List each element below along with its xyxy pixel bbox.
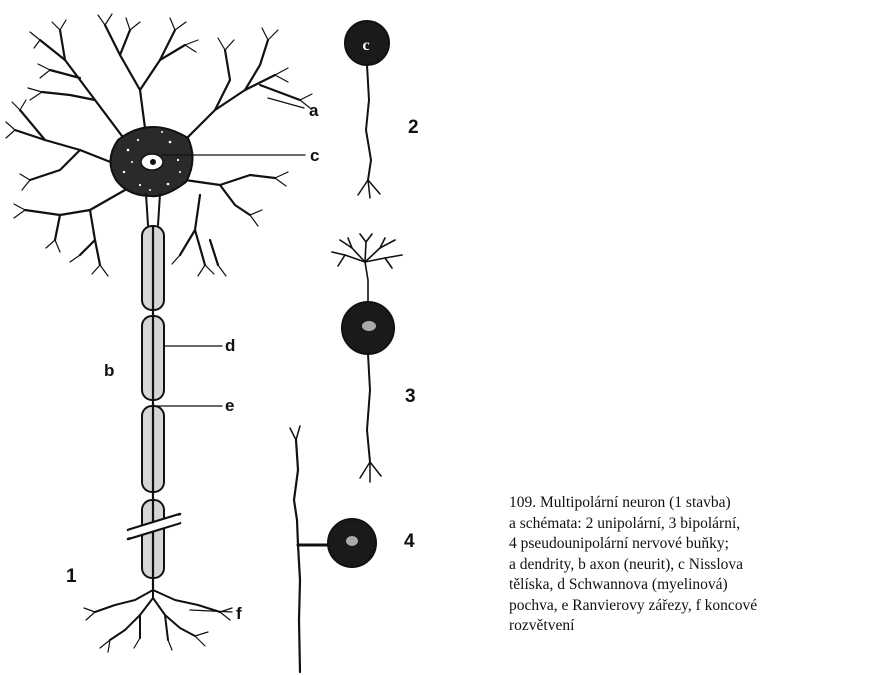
label-f: f — [236, 604, 242, 623]
unipolar-neuron: c — [345, 21, 389, 198]
label-d: d — [225, 336, 235, 355]
bipolar-dendrite-tuft — [332, 234, 402, 310]
label-4: 4 — [404, 531, 415, 552]
figure-caption: 109. Multipolární neuron (1 stavba) a sc… — [509, 493, 864, 637]
unipolar-axon — [366, 65, 371, 180]
bipolar-neuron — [332, 234, 402, 482]
caption-line: pochva, e Ranvierovy zářezy, f koncové — [509, 596, 864, 617]
terminal-branches — [95, 578, 220, 640]
pseudounipolar-neuron — [290, 426, 376, 672]
label-3: 3 — [405, 386, 416, 407]
pseudounipolar-fiber — [294, 440, 300, 672]
label-e: e — [225, 396, 234, 415]
multipolar-neuron — [6, 14, 312, 652]
bipolar-axon — [367, 354, 370, 462]
caption-line: tělíska, d Schwannova (myelinová) — [509, 575, 864, 596]
caption-line: 109. Multipolární neuron (1 stavba) — [509, 493, 864, 514]
caption-line: a dendrity, b axon (neurit), c Nisslova — [509, 555, 864, 576]
label-c: c — [310, 146, 319, 165]
svg-text:c: c — [362, 37, 369, 54]
label-b: b — [104, 361, 114, 380]
label-2: 2 — [408, 117, 419, 138]
label-1: 1 — [66, 566, 77, 587]
caption-line: rozvětvení — [509, 616, 864, 637]
caption-line: a schémata: 2 unipolární, 3 bipolární, — [509, 514, 864, 535]
caption-line: 4 pseudounipolární nervové buňky; — [509, 534, 864, 555]
label-a: a — [309, 101, 319, 120]
axon-hillock — [146, 194, 160, 225]
